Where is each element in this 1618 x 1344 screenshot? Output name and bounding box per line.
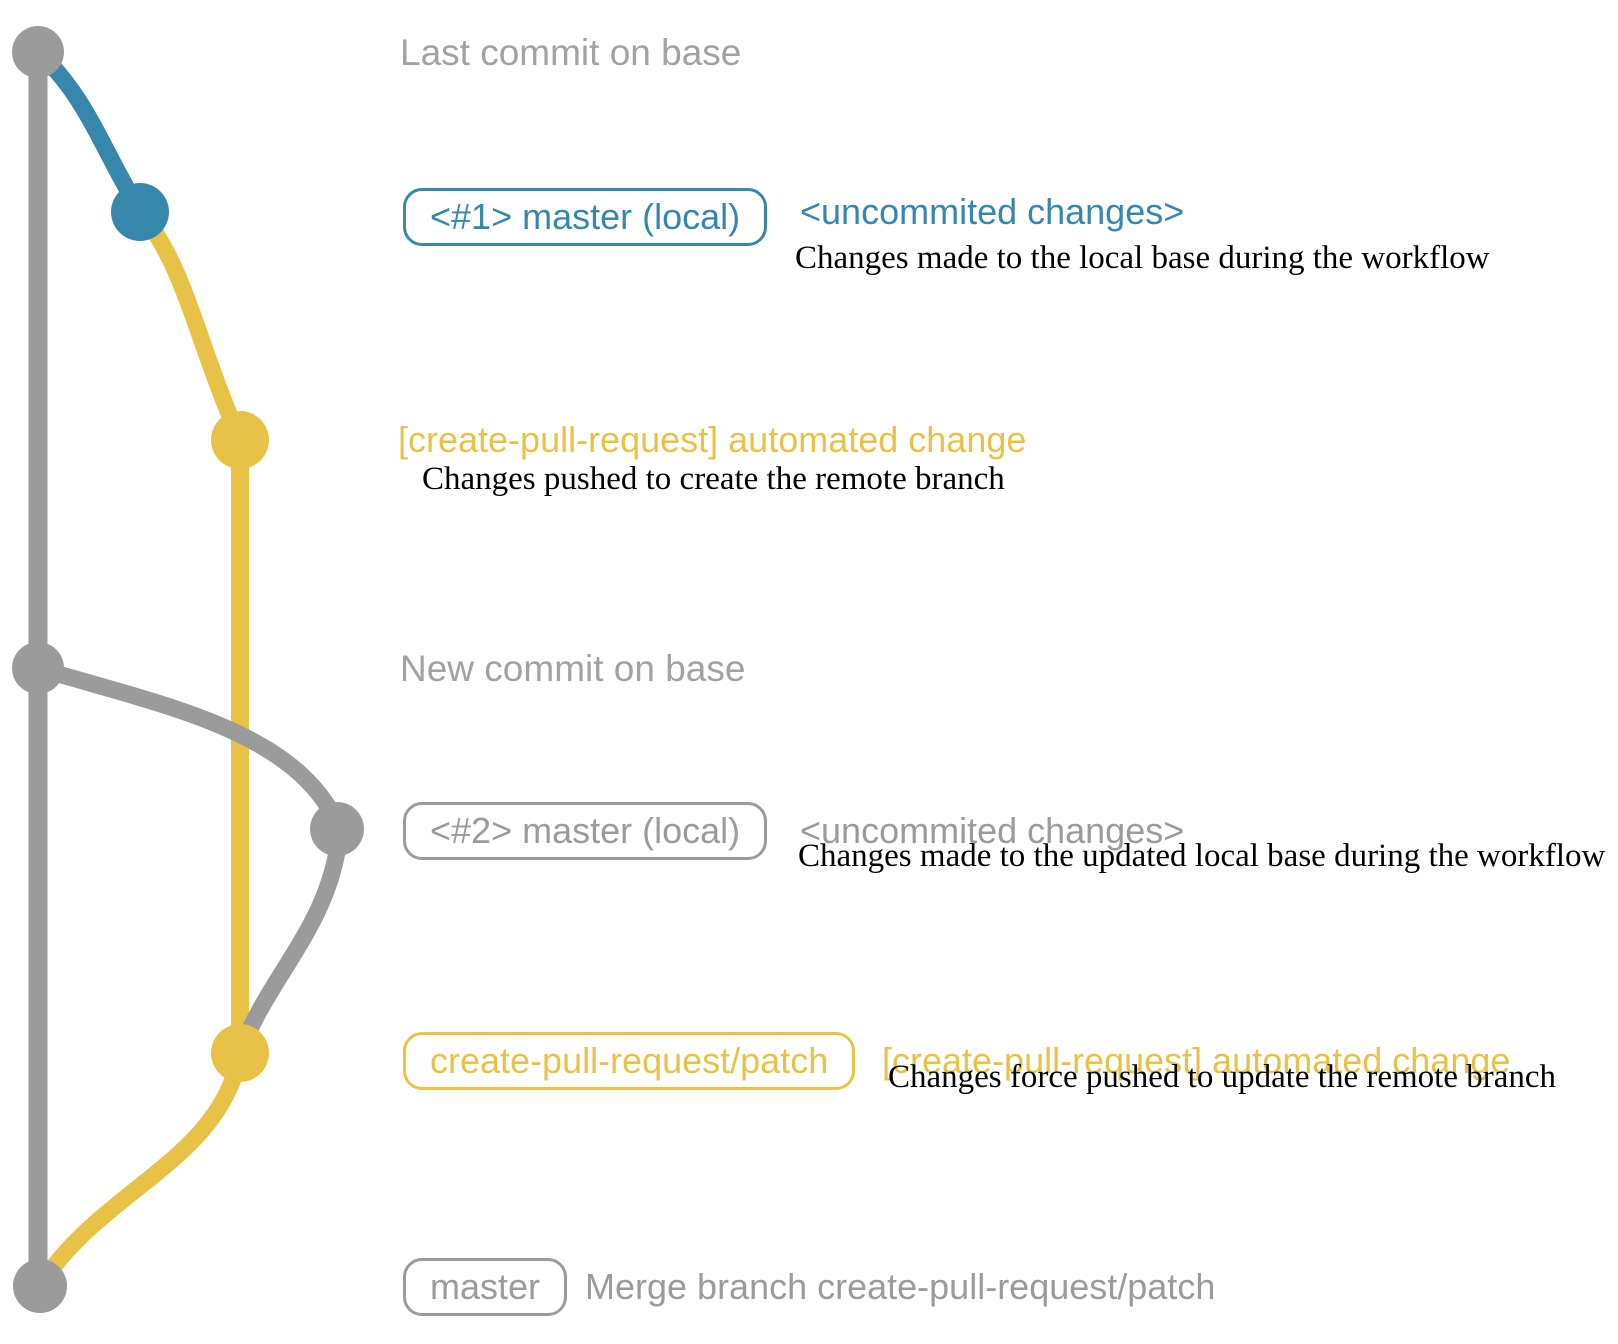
patch-to-merge-curve bbox=[31, 1044, 249, 1295]
commit2-message: <uncommited changes> bbox=[800, 810, 1185, 851]
branch-label-patch: create-pull-request/patch bbox=[403, 1032, 856, 1090]
commit2-description: Changes made to the updated local base d… bbox=[798, 838, 1606, 874]
branch-label-master-local-2-text: <#2> master (local) bbox=[430, 809, 741, 851]
branch-label-master-local-1: <#1> master (local) bbox=[403, 188, 768, 246]
branch-label-patch-text: create-pull-request/patch bbox=[430, 1039, 829, 1081]
local1-to-patch-curve bbox=[131, 203, 249, 449]
branch-label-master-local-1-text: <#1> master (local) bbox=[430, 195, 741, 237]
branch-label-master: master bbox=[403, 1258, 568, 1316]
commit-graph bbox=[12, 26, 364, 1313]
new-commit-title: New commit on base bbox=[400, 648, 746, 689]
push1-description: Changes pushed to create the remote bran… bbox=[422, 461, 1005, 497]
commit-node-merge bbox=[13, 1259, 67, 1313]
branch-label-master-text: master bbox=[430, 1265, 541, 1307]
push2-description: Changes force pushed to update the remot… bbox=[888, 1059, 1557, 1095]
merge-message: Merge branch create-pull-request/patch bbox=[585, 1266, 1216, 1307]
commit-node-local1 bbox=[111, 183, 169, 241]
commit1-message: <uncommited changes> bbox=[800, 191, 1185, 232]
commit-node-local2 bbox=[310, 802, 364, 856]
base-to-local2-curve bbox=[29, 659, 349, 839]
commit-node-new-base bbox=[12, 642, 64, 694]
commit-node-force-pushed bbox=[211, 1024, 269, 1082]
last-commit-title: Last commit on base bbox=[400, 32, 742, 73]
push1-message: [create-pull-request] automated change bbox=[398, 419, 1027, 460]
local2-to-patch-curve bbox=[231, 821, 349, 1062]
branch-label-master-local-2: <#2> master (local) bbox=[403, 802, 768, 860]
push2-message: [create-pull-request] automated change bbox=[882, 1040, 1511, 1081]
commit-node-pushed bbox=[211, 411, 269, 469]
commit1-description: Changes made to the local base during th… bbox=[795, 240, 1490, 276]
commit-node-last-base bbox=[12, 26, 64, 78]
